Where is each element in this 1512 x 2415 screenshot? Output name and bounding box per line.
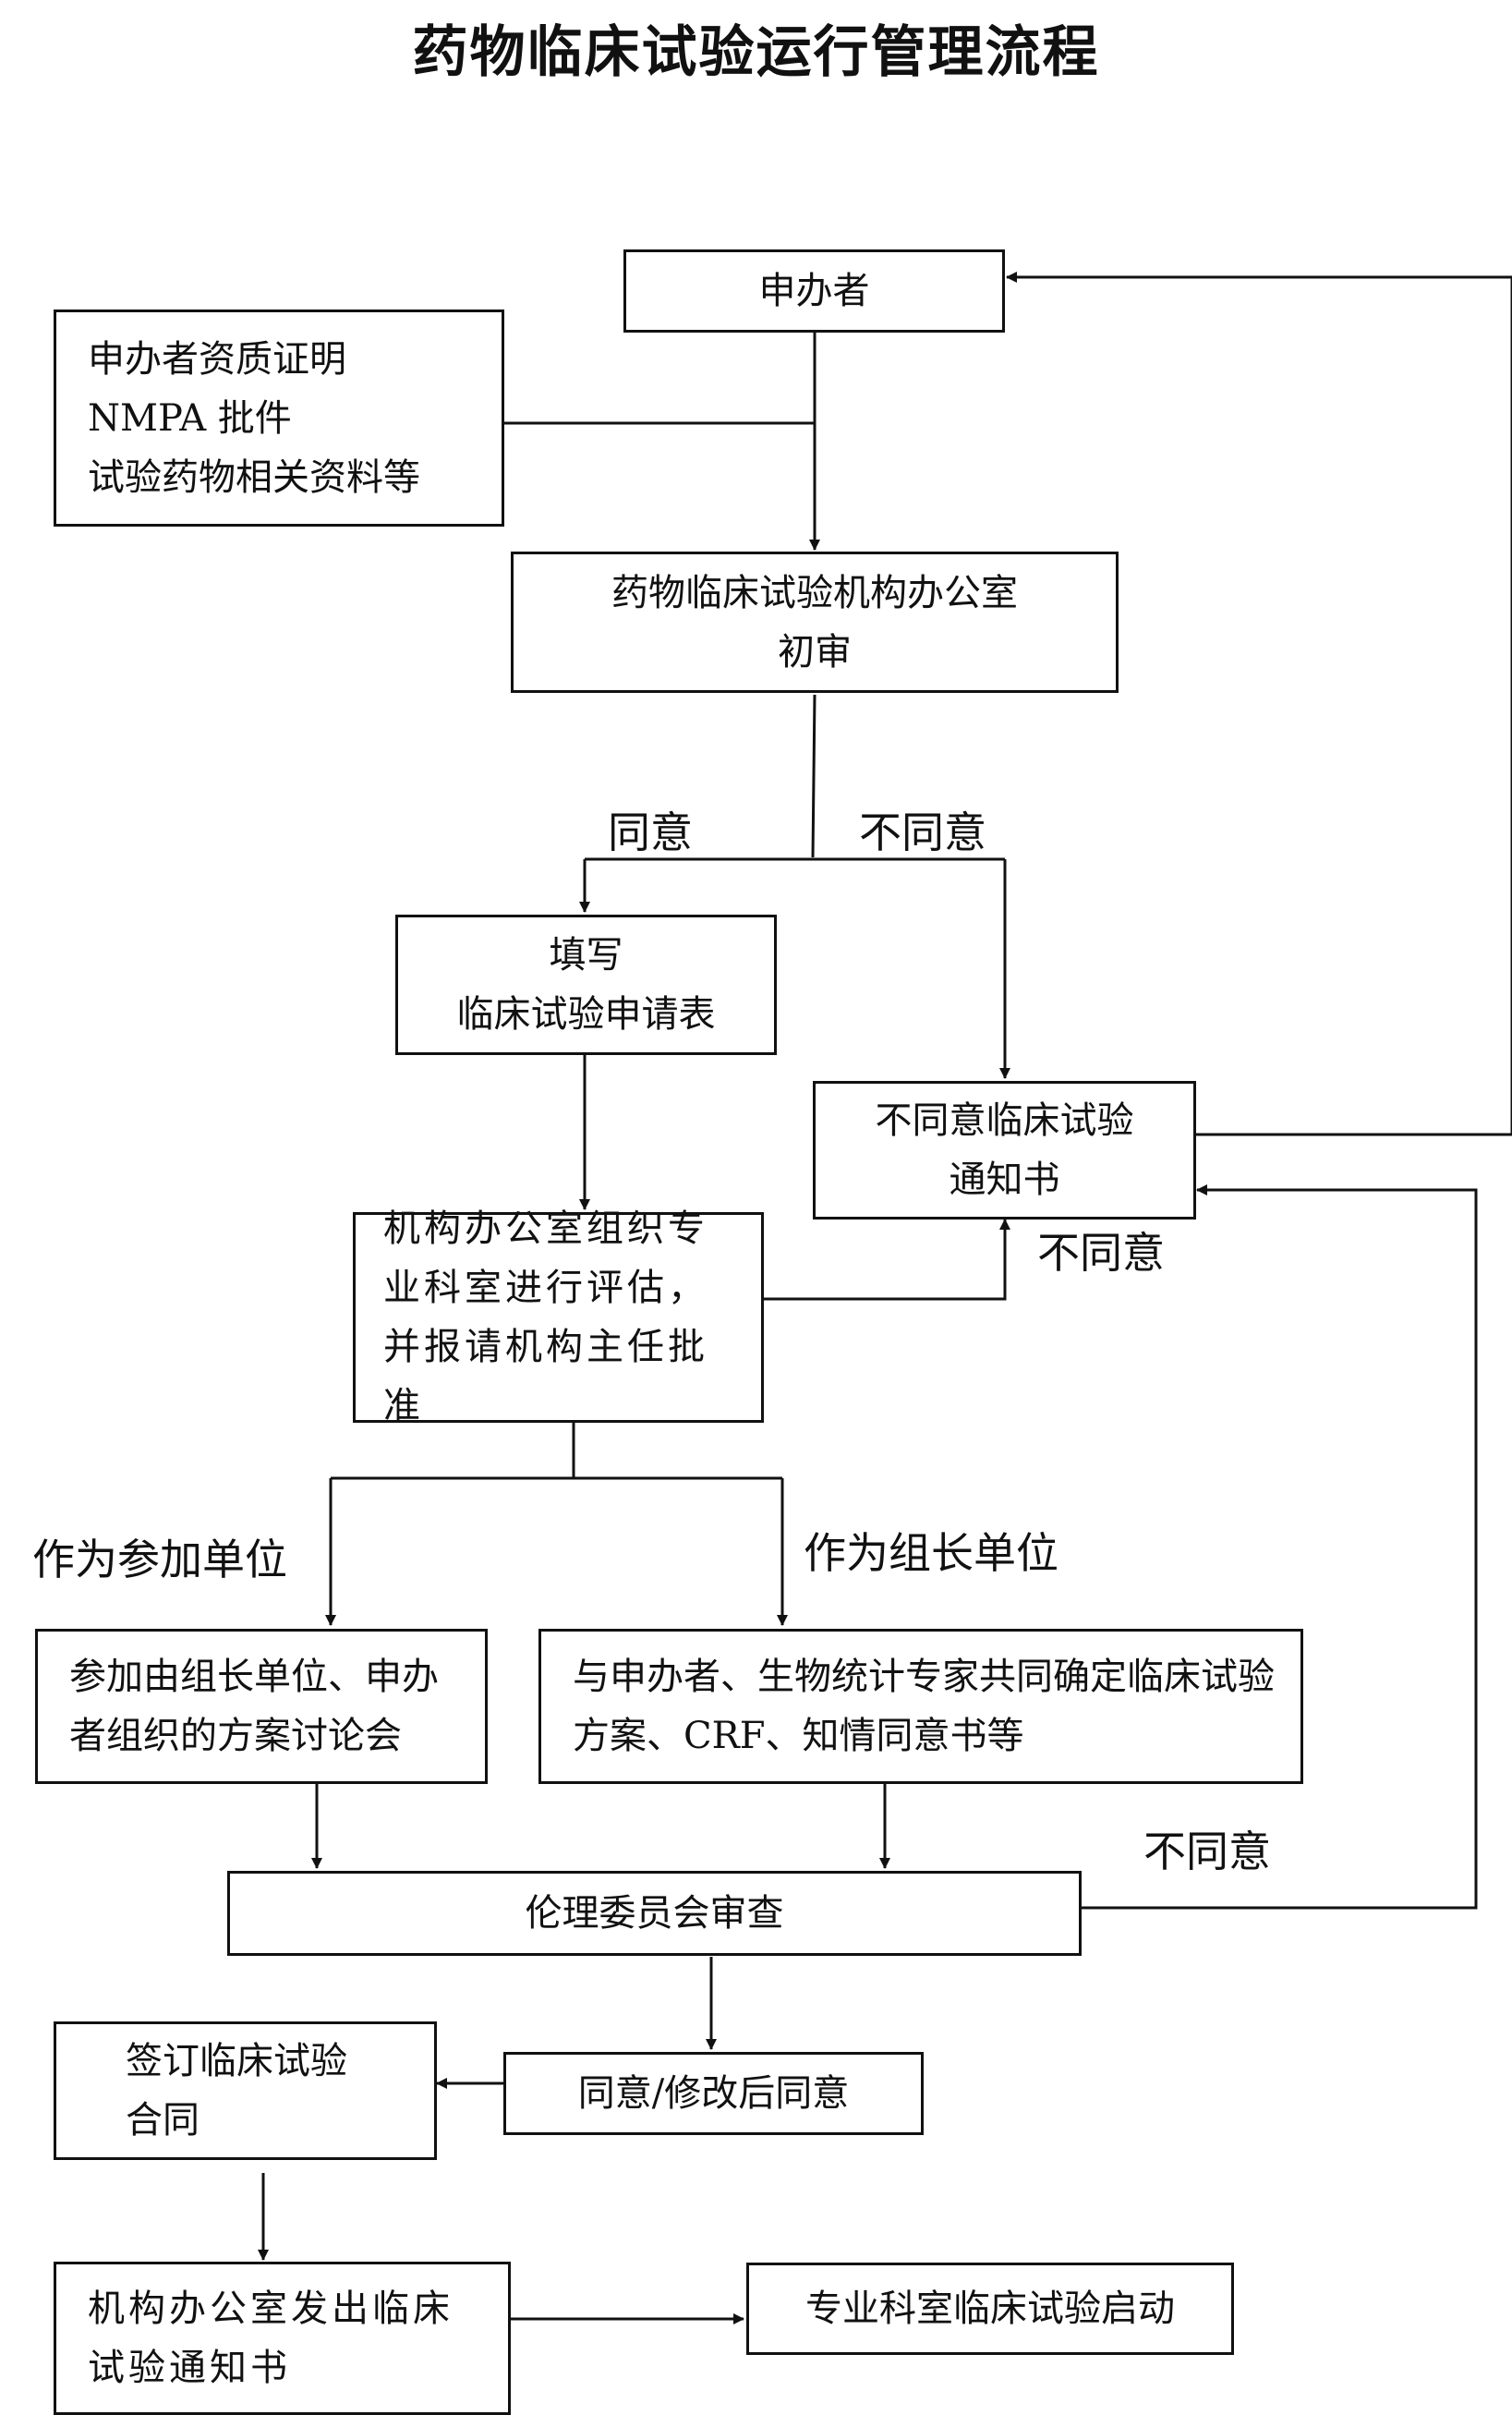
materials-line-2: NMPA 批件 <box>88 396 292 440</box>
node-evaluation: 机构办公室组织专业科室进行评估，并报请机构主任批准 <box>353 1208 764 1427</box>
node-start-notice: 机构办公室发出临床试验通知书 <box>54 2262 511 2415</box>
fill-form-line-1: 填写 <box>549 934 623 977</box>
node-office-review: 药物临床试验机构办公室 初审 <box>511 552 1119 693</box>
evaluation-text: 机构办公室组织专业科室进行评估，并报请机构主任批准 <box>383 1208 708 1427</box>
node-leader-protocol: 与申办者、生物统计专家共同确定临床试验方案、CRF、知情同意书等 <box>538 1629 1303 1784</box>
node-sponsor: 申办者 <box>623 249 1005 333</box>
node-contract: 签订临床试验 合同 <box>54 2021 437 2160</box>
flowchart-title: 药物临床试验运行管理流程 <box>412 20 1100 85</box>
edge-review-split <box>811 694 816 858</box>
reject-notice-line-1: 不同意临床试验 <box>875 1099 1134 1142</box>
label-agree: 同意 <box>608 807 693 857</box>
trial-start-text: 专业科室临床试验启动 <box>805 2288 1175 2330</box>
node-reject-notice: 不同意临床试验 通知书 <box>813 1081 1196 1220</box>
ethics-review-text: 伦理委员会审查 <box>525 1892 784 1935</box>
label-as-participant: 作为参加单位 <box>32 1535 287 1584</box>
participant-meeting-text: 参加由组长单位、申办者组织的方案讨论会 <box>69 1656 439 1757</box>
label-disagree-ethics: 不同意 <box>1143 1826 1271 1876</box>
materials-line-3: 试验药物相关资料等 <box>88 455 420 499</box>
node-sponsor-text: 申办者 <box>758 270 870 312</box>
node-approved: 同意/修改后同意 <box>503 2052 924 2135</box>
node-materials: 申办者资质证明 NMPA 批件 试验药物相关资料等 <box>54 309 504 527</box>
contract-line-2: 合同 <box>126 2099 200 2142</box>
materials-line-1: 申办者资质证明 <box>88 337 346 381</box>
start-notice-text: 机构办公室发出临床试验通知书 <box>88 2288 454 2389</box>
node-ethics-review: 伦理委员会审查 <box>227 1871 1082 1956</box>
leader-protocol-text: 与申办者、生物统计专家共同确定临床试验方案、CRF、知情同意书等 <box>573 1656 1275 1757</box>
reject-notice-line-2: 通知书 <box>949 1159 1060 1201</box>
label-as-leader: 作为组长单位 <box>804 1528 1058 1578</box>
node-trial-start: 专业科室临床试验启动 <box>746 2263 1234 2355</box>
approved-text: 同意/修改后同意 <box>577 2072 850 2115</box>
label-disagree-evaluation: 不同意 <box>1037 1228 1165 1278</box>
office-review-line-2: 初审 <box>778 630 852 674</box>
node-fill-form: 填写 临床试验申请表 <box>395 915 777 1055</box>
fill-form-line-2: 临床试验申请表 <box>456 993 716 1036</box>
office-review-line-1: 药物临床试验机构办公室 <box>611 571 1018 614</box>
edge-ethics-to-notice <box>1081 1184 1478 1910</box>
contract-line-1: 签订临床试验 <box>126 2040 347 2082</box>
edge-notice-to-sponsor <box>1006 272 1512 1136</box>
edge-evaluation-to-notice <box>762 1219 1010 1301</box>
label-disagree-review: 不同意 <box>859 807 986 857</box>
node-participant-meeting: 参加由组长单位、申办者组织的方案讨论会 <box>35 1629 488 1784</box>
